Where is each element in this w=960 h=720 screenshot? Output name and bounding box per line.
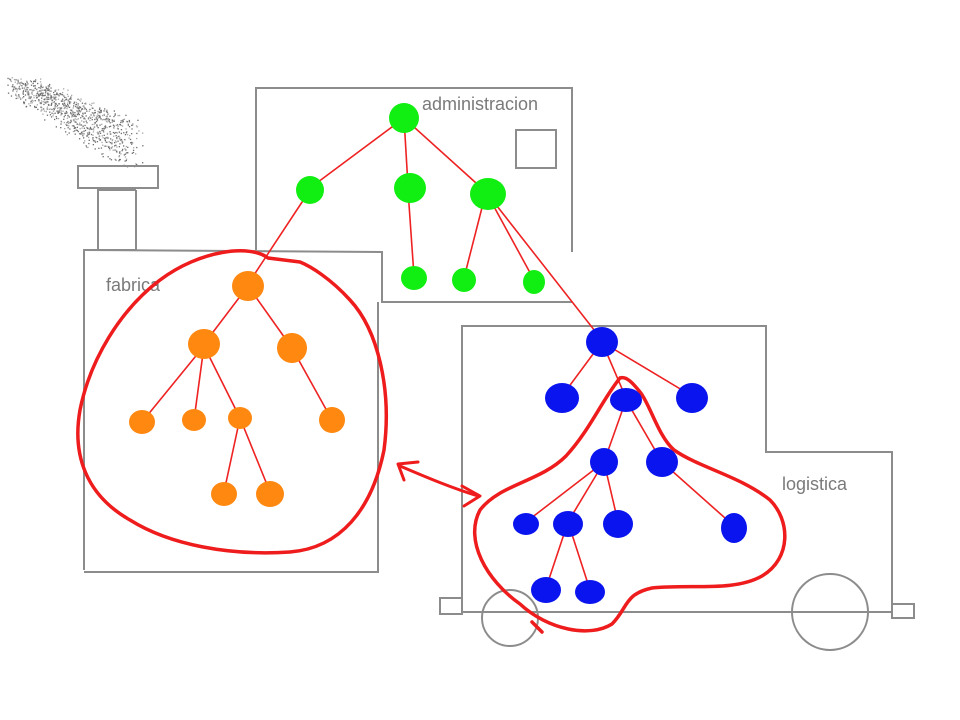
logistica-node bbox=[586, 327, 618, 357]
fabrica-node bbox=[211, 482, 237, 506]
logistica-node bbox=[590, 448, 618, 476]
logistica-node bbox=[603, 510, 633, 538]
admin-node bbox=[394, 173, 426, 203]
admin-node bbox=[452, 268, 476, 292]
truck-wheel-front bbox=[791, 573, 869, 651]
administracion-building: administracion bbox=[255, 87, 573, 252]
logistica-node bbox=[646, 447, 678, 477]
admin-node bbox=[296, 176, 324, 204]
fabrica-building: fabrica bbox=[77, 165, 572, 573]
fabrica-node bbox=[319, 407, 345, 433]
exchange-arrow bbox=[396, 460, 482, 508]
logistica-node bbox=[545, 383, 579, 413]
fabrica-node bbox=[188, 329, 220, 359]
administracion-label: administracion bbox=[422, 94, 538, 114]
logistica-node bbox=[676, 383, 708, 413]
logistica-truck: logistica bbox=[439, 325, 915, 651]
administracion-nodes bbox=[296, 103, 545, 294]
fabrica-node bbox=[129, 410, 155, 434]
fabrica-node bbox=[256, 481, 284, 507]
fabrica-node bbox=[182, 409, 206, 431]
fabrica-node bbox=[228, 407, 252, 429]
logistica-node bbox=[531, 577, 561, 603]
logistica-node bbox=[575, 580, 605, 604]
logistica-node bbox=[553, 511, 583, 537]
logistica-node bbox=[721, 513, 747, 543]
chimney-smoke bbox=[7, 77, 144, 168]
fabrica-nodes bbox=[129, 271, 345, 507]
admin-node bbox=[389, 103, 419, 133]
logistica-group-outline bbox=[472, 375, 787, 633]
logistica-label: logistica bbox=[782, 474, 848, 494]
admin-node bbox=[401, 266, 427, 290]
admin-node bbox=[470, 178, 506, 210]
fabrica-node bbox=[277, 333, 307, 363]
admin-node bbox=[523, 270, 545, 294]
logistica-nodes bbox=[513, 327, 747, 604]
org-links bbox=[141, 117, 735, 591]
logistica-node bbox=[513, 513, 539, 535]
logistica-node bbox=[610, 388, 642, 412]
fabrica-group-outline bbox=[76, 249, 388, 555]
fabrica-node bbox=[232, 271, 264, 301]
